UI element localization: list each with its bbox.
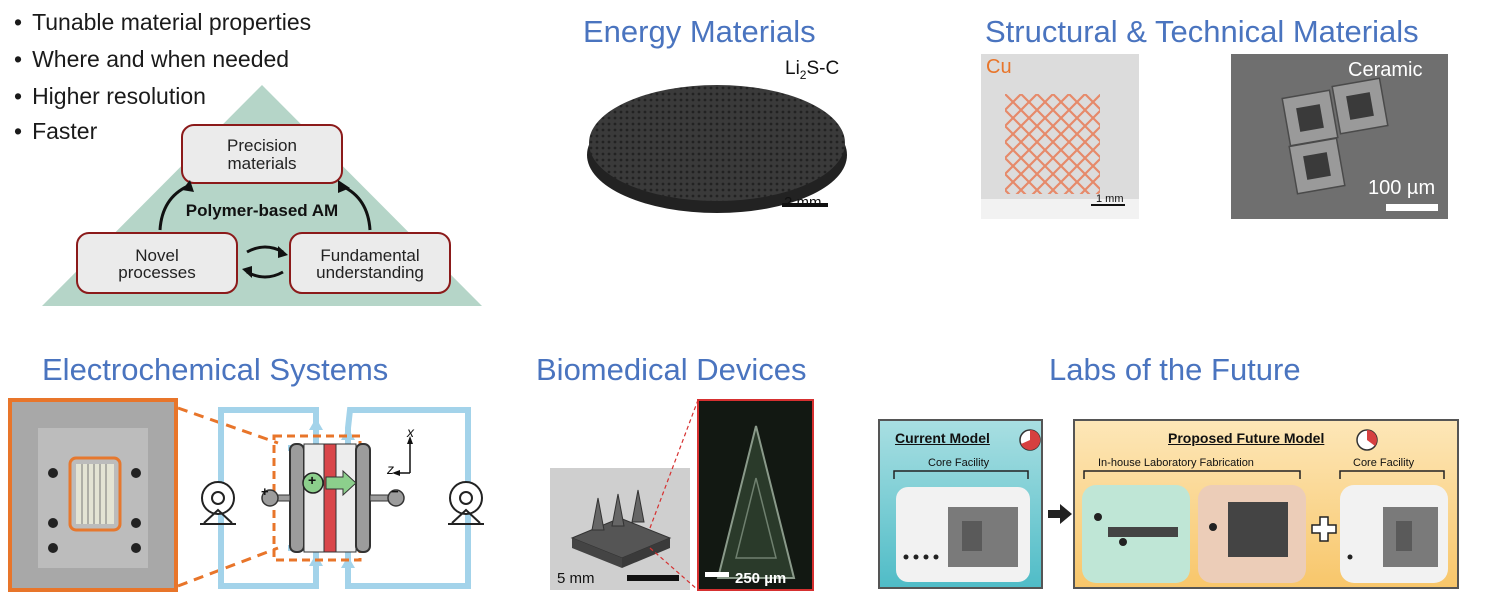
labs-future-diagram xyxy=(878,419,1459,589)
plus-terminal-label: + xyxy=(261,484,269,499)
cation-plus-label: + xyxy=(308,472,317,488)
am-cycle-diagram xyxy=(42,85,482,306)
transition-arrow xyxy=(1048,504,1072,524)
ceramic-label: Ceramic xyxy=(1348,59,1423,81)
pump-left xyxy=(200,481,236,525)
future-model-title: Proposed Future Model xyxy=(1168,430,1325,446)
energy-scale-label: 2 mm xyxy=(784,194,822,211)
ceramic-scale-label: 100 µm xyxy=(1368,177,1436,199)
title-energy-materials: Energy Materials xyxy=(583,14,816,49)
membrane xyxy=(323,443,337,553)
bio-scale-left-label: 5 mm xyxy=(557,570,595,587)
fundamental-box xyxy=(289,232,451,294)
novel-box xyxy=(76,232,238,294)
ion-flow-arrow xyxy=(325,469,357,497)
title-structural-materials: Structural & Technical Materials xyxy=(985,14,1419,49)
title-biomedical: Biomedical Devices xyxy=(536,352,807,387)
plus-icon xyxy=(1311,516,1337,542)
ceramic-sem-image xyxy=(1231,54,1448,219)
biomedical-images xyxy=(550,399,814,591)
bio-scale-bar-right xyxy=(705,572,729,577)
current-core-facility-label: Core Facility xyxy=(928,457,990,469)
minus-terminal-label: − xyxy=(391,484,399,499)
title-labs-future: Labs of the Future xyxy=(1049,352,1301,387)
bullet-tunable: Tunable material properties xyxy=(14,9,311,36)
cu-lattice-image xyxy=(981,54,1139,219)
current-model-title: Current Model xyxy=(895,430,990,446)
novel-line2: processes xyxy=(118,263,196,282)
bio-scale-right-label: 250 µm xyxy=(735,570,787,587)
li2s-disc xyxy=(589,85,845,201)
reactor-gasket xyxy=(68,456,122,532)
axis-z-label: z xyxy=(387,461,394,477)
inhouse-fabrication-label: In-house Laboratory Fabrication xyxy=(1098,457,1254,469)
fundamental-line2: understanding xyxy=(316,263,424,282)
future-core-facility-label: Core Facility xyxy=(1353,457,1415,469)
pump-right xyxy=(448,481,484,525)
polymer-am-label: Polymer-based AM xyxy=(185,201,339,220)
energy-disc-image xyxy=(587,85,847,213)
fundamental-line1: Fundamental xyxy=(320,246,420,265)
cu-scale-label: 1 mm xyxy=(1096,193,1124,205)
precision-line2: materials xyxy=(227,154,297,173)
cu-scale-bar xyxy=(1091,204,1125,206)
title-electrochemical: Electrochemical Systems xyxy=(42,352,389,387)
li2s-c-label: Li2S-C xyxy=(785,58,840,82)
cu-lattice xyxy=(1005,94,1100,194)
bullet-resolution: Higher resolution xyxy=(14,83,206,110)
novel-line1: Novel xyxy=(135,246,179,265)
energy-scale-bar xyxy=(782,203,828,207)
electrode-left xyxy=(289,443,305,553)
cation-symbol xyxy=(302,472,324,494)
ceramic-scale-bar xyxy=(1386,204,1438,211)
precision-box xyxy=(181,124,343,184)
cu-label: Cu xyxy=(986,56,1012,78)
electrochem-diagram xyxy=(8,398,484,592)
axis-x-label: x xyxy=(407,424,414,440)
electrode-right xyxy=(355,443,371,553)
bullet-where-when: Where and when needed xyxy=(14,46,289,73)
bio-scale-bar-left xyxy=(627,575,679,581)
precision-line1: Precision xyxy=(227,136,297,155)
bullet-faster: Faster xyxy=(14,118,97,145)
